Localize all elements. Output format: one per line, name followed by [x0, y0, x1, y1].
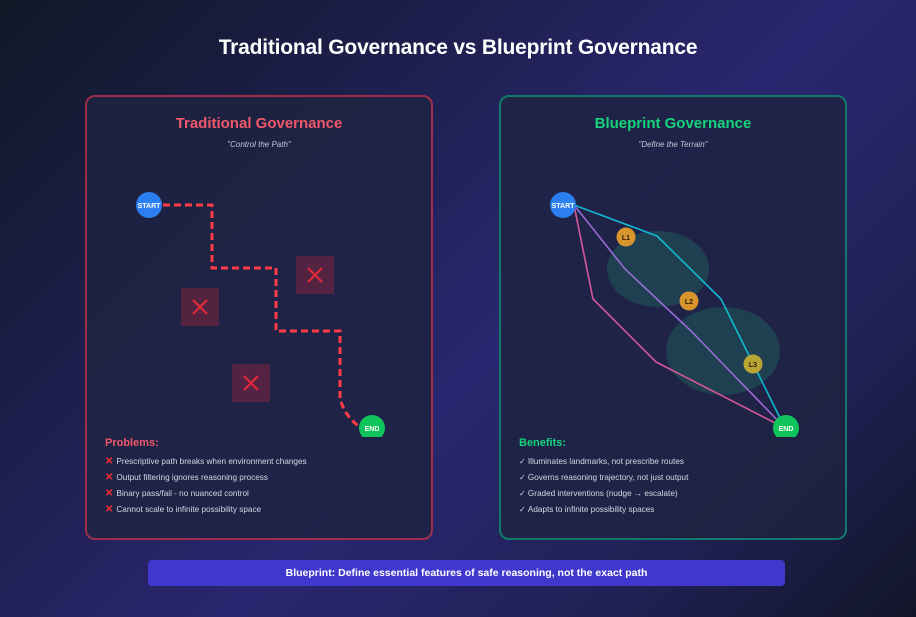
- red-x-icon: ✕: [105, 504, 114, 515]
- svg-text:L2: L2: [685, 299, 693, 306]
- obstacle-box: [296, 256, 334, 294]
- check-icon: ✓: [519, 457, 526, 466]
- check-icon: ✓: [519, 473, 526, 482]
- summary-banner: Blueprint: Define essential features of …: [148, 560, 785, 586]
- list-item: ✕Output filtering ignores reasoning proc…: [105, 472, 268, 483]
- red-x-icon: ✕: [105, 472, 114, 483]
- red-x-icon: ✕: [105, 456, 114, 467]
- path-pink: [573, 204, 786, 429]
- landmark-l2: L2: [679, 291, 699, 311]
- obstacle-box: [232, 364, 270, 402]
- panel-subtitle: "Define the Terrain": [638, 140, 708, 149]
- safe-zone: [607, 231, 709, 307]
- panel-subtitle: "Control the Path": [227, 140, 291, 149]
- check-icon: ✓: [519, 505, 526, 514]
- end-node: END: [359, 415, 385, 437]
- prescribed-path: [163, 203, 362, 430]
- obstacle-box: [181, 288, 219, 326]
- traditional-path-diagram: START END: [136, 192, 385, 437]
- start-node: START: [136, 192, 162, 218]
- problems-list: ✕Prescriptive path breaks when environme…: [105, 454, 307, 518]
- svg-text:END: END: [779, 426, 794, 433]
- benefits-list: ✓Illuminates landmarks, not prescribe ro…: [519, 454, 688, 518]
- end-node: END: [773, 415, 799, 437]
- traditional-governance-panel: Traditional Governance "Control the Path…: [85, 95, 433, 540]
- svg-text:L3: L3: [749, 362, 757, 369]
- list-item: ✓Governs reasoning trajectory, not just …: [519, 473, 689, 482]
- list-item: ✕Binary pass/fail - no nuanced control: [105, 488, 249, 499]
- list-item: ✕Prescriptive path breaks when environme…: [105, 456, 307, 467]
- main-title: Traditional Governance vs Blueprint Gove…: [218, 36, 698, 59]
- benefits-heading: Benefits:: [519, 437, 567, 449]
- list-item: ✓Illuminates landmarks, not prescribe ro…: [519, 457, 684, 466]
- svg-text:L1: L1: [622, 235, 630, 242]
- landmark-l3: L3: [743, 354, 763, 374]
- start-node: START: [550, 192, 576, 218]
- path-purple: [573, 204, 786, 429]
- red-x-icon: ✕: [105, 488, 114, 499]
- list-item: ✓Adapts to infinite possibility spaces: [519, 505, 655, 514]
- svg-text:END: END: [365, 426, 380, 433]
- check-icon: ✓: [519, 489, 526, 498]
- panel-title: Traditional Governance: [175, 115, 343, 132]
- svg-text:START: START: [552, 203, 576, 210]
- panel-title: Blueprint Governance: [594, 115, 752, 132]
- problems-heading: Problems:: [105, 437, 159, 449]
- blueprint-terrain-diagram: L1 L2 L3 START END: [550, 192, 799, 437]
- list-item: ✕Cannot scale to infinite possibility sp…: [105, 504, 262, 515]
- blueprint-governance-panel: Blueprint Governance "Define the Terrain…: [499, 95, 847, 540]
- svg-text:START: START: [138, 203, 162, 210]
- landmark-l1: L1: [616, 227, 636, 247]
- list-item: ✓Graded interventions (nudge → escalate): [519, 489, 678, 498]
